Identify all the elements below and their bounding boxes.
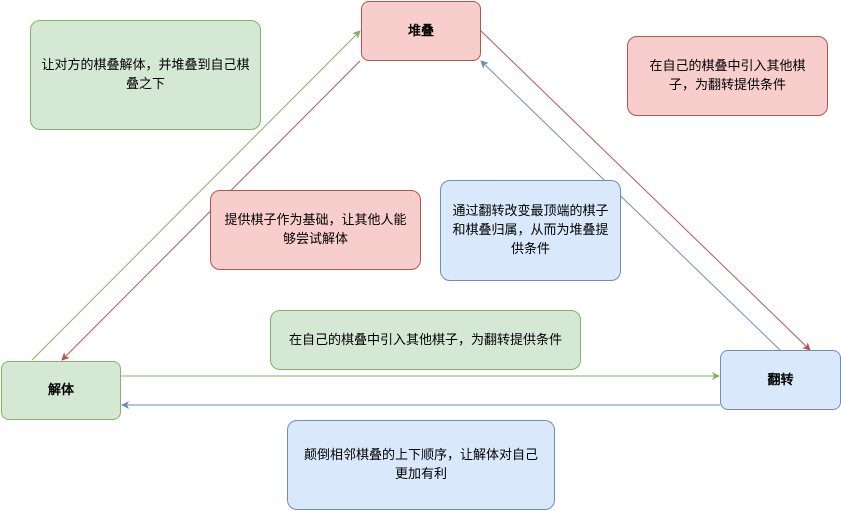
note-introduce-pieces-bottom: 在自己的棋叠中引入其他棋子，为翻转提供条件 xyxy=(270,310,581,370)
node-stack: 堆叠 xyxy=(361,1,481,61)
node-dissolve: 解体 xyxy=(1,361,121,420)
node-flip-label: 翻转 xyxy=(767,372,794,388)
note-text: 在自己的棋叠中引入其他棋子，为翻转提供条件 xyxy=(288,332,562,348)
note-reverse-order: 颠倒相邻棋叠的上下顺序，让解体对自己更加有利 xyxy=(287,420,555,510)
note-flip-change-top: 通过翻转改变最顶端的棋子和棋叠归属，从而为堆叠提供条件 xyxy=(440,180,621,281)
note-provide-base: 提供棋子作为基础，让其他人能够尝试解体 xyxy=(210,190,421,270)
node-stack-label: 堆叠 xyxy=(407,23,434,39)
node-flip: 翻转 xyxy=(720,350,841,410)
note-text: 提供棋子作为基础，让其他人能够尝试解体 xyxy=(224,213,407,247)
note-dissolve-into-stack: 让对方的棋叠解体，并堆叠到自己棋叠之下 xyxy=(30,20,261,130)
arrow-stack-to-flip xyxy=(480,30,811,351)
arrow-flip-to-stack xyxy=(480,60,781,351)
note-text: 在自己的棋叠中引入其他棋子，为翻转提供条件 xyxy=(649,59,806,93)
arrow-dissolve-to-stack xyxy=(31,30,361,361)
note-text: 让对方的棋叠解体，并堆叠到自己棋叠之下 xyxy=(41,58,250,92)
node-dissolve-label: 解体 xyxy=(47,383,74,398)
note-introduce-pieces-top: 在自己的棋叠中引入其他棋子，为翻转提供条件 xyxy=(627,36,828,116)
note-text: 通过翻转改变最顶端的棋子和棋叠归属，从而为堆叠提供条件 xyxy=(452,204,609,257)
note-text: 颠倒相邻棋叠的上下顺序，让解体对自己更加有利 xyxy=(303,448,538,482)
